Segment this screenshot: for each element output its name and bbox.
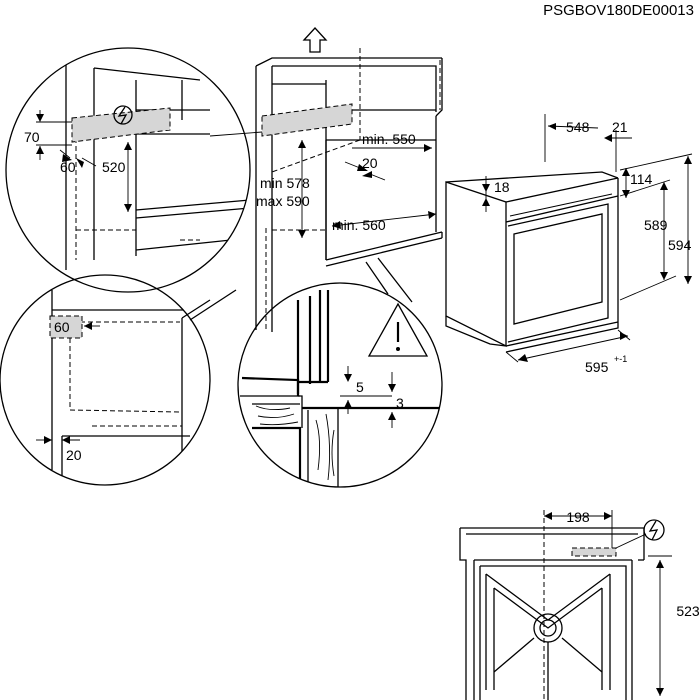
label-bottom-5: 5 <box>356 379 364 395</box>
label-detail-70: 70 <box>24 129 40 145</box>
label-left-20: 20 <box>66 447 82 463</box>
arrow-up-icon <box>302 27 328 53</box>
electric-hazard-icon-small <box>643 519 665 541</box>
label-min-depth: min. 550 <box>362 131 416 147</box>
label-oven-width: 595 <box>585 359 609 375</box>
detail-bottom-circle <box>237 257 443 488</box>
label-oven-door: 21 <box>612 119 628 135</box>
oven-drawing <box>445 114 693 363</box>
label-detail-520: 520 <box>102 159 126 175</box>
label-gap-20: 20 <box>362 155 378 171</box>
label-bottom-view-523: 523 <box>676 603 700 619</box>
label-min-width: min. 560 <box>332 217 386 233</box>
product-code: PSGBOV180DE00013 <box>543 2 694 19</box>
label-max-height: max 590 <box>256 193 310 209</box>
label-bottom-3: 3 <box>396 395 404 411</box>
label-panel-height: 114 <box>630 171 653 187</box>
oven-bottom-view <box>459 510 672 700</box>
label-min-height: min 578 <box>260 175 310 191</box>
label-width-tolerance: +-1 <box>614 354 627 364</box>
label-height-front: 589 <box>644 217 668 233</box>
label-left-60: 60 <box>54 319 70 335</box>
detail-left-circle <box>0 274 237 486</box>
label-bottom-view-198: 198 <box>566 509 590 525</box>
warning-triangle-icon <box>367 302 429 357</box>
label-detail-60: 60 <box>60 159 76 175</box>
cabinet-drawing <box>209 27 443 332</box>
detail-top-circle <box>5 47 251 293</box>
label-top-offset: 18 <box>494 179 510 195</box>
label-oven-depth: 548 <box>566 119 590 135</box>
electric-hazard-icon <box>113 105 133 125</box>
label-height-total: 594 <box>668 237 692 253</box>
